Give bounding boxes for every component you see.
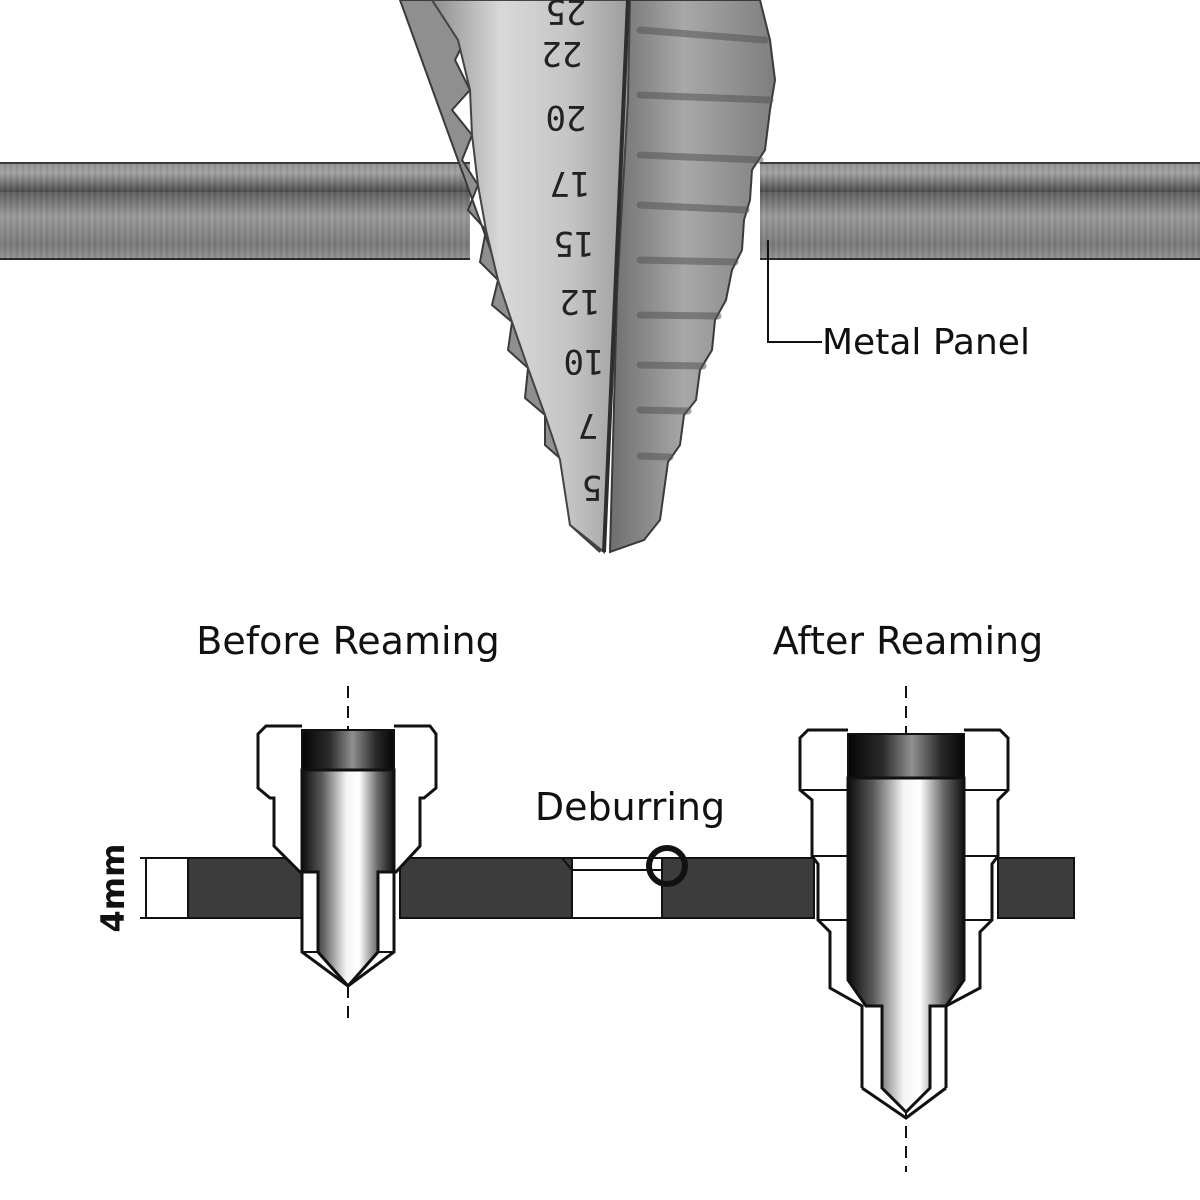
- before-step-bit: [256, 686, 438, 1026]
- panel-cross-section: [187, 857, 1075, 919]
- step-marking-12: 12: [560, 281, 601, 321]
- metal-panel-left: [0, 163, 470, 259]
- deburring-label: Deburring: [535, 785, 725, 829]
- step-marking-10: 10: [564, 341, 605, 381]
- before-bit-body: [300, 768, 396, 989]
- bit-right-flank: [608, 0, 777, 554]
- step-marking-7: 7: [578, 405, 598, 445]
- step-marking-20: 20: [546, 97, 587, 137]
- circle-marker-icon: [646, 845, 688, 887]
- after-reaming-label: After Reaming: [773, 619, 1043, 663]
- before-bit-cap: [301, 729, 395, 771]
- thickness-dimension: 4mm: [94, 844, 188, 933]
- after-bit-left-steps: [798, 728, 864, 1088]
- before-reaming-label: Before Reaming: [196, 619, 499, 663]
- after-bit-right-steps: [944, 728, 1010, 1088]
- before-bit-right-steps: [394, 724, 438, 874]
- after-bit-cap: [847, 733, 965, 779]
- before-bit-left-steps: [256, 724, 302, 874]
- thickness-label: 4mm: [94, 844, 132, 933]
- step-marking-5: 5: [582, 467, 602, 507]
- metal-panel-photo: [0, 162, 1200, 260]
- step-marking-25: 25: [546, 0, 587, 31]
- bit-face: [430, 0, 632, 554]
- after-bit-body: [846, 776, 966, 1115]
- panel-segment-right: [997, 857, 1075, 919]
- metal-panel-callout: Metal Panel: [767, 240, 1030, 363]
- step-marking-22: 22: [542, 33, 583, 73]
- after-step-bit: [798, 686, 1010, 1172]
- panel-segment-left: [187, 857, 303, 919]
- step-drill-bit: 25 22 20 17 15 12 10 7 5: [398, 0, 777, 554]
- metal-panel-label: Metal Panel: [822, 322, 1030, 363]
- step-marking-15: 15: [554, 223, 595, 263]
- reaming-diagram: Before Reaming After Reaming 4mm Deburri…: [94, 619, 1075, 1172]
- step-markings: 25 22 20 17 15 12 10 7 5: [542, 0, 605, 507]
- step-marking-17: 17: [550, 163, 591, 203]
- panel-segment-middle: [399, 857, 573, 919]
- metal-panel-right: [760, 163, 1200, 259]
